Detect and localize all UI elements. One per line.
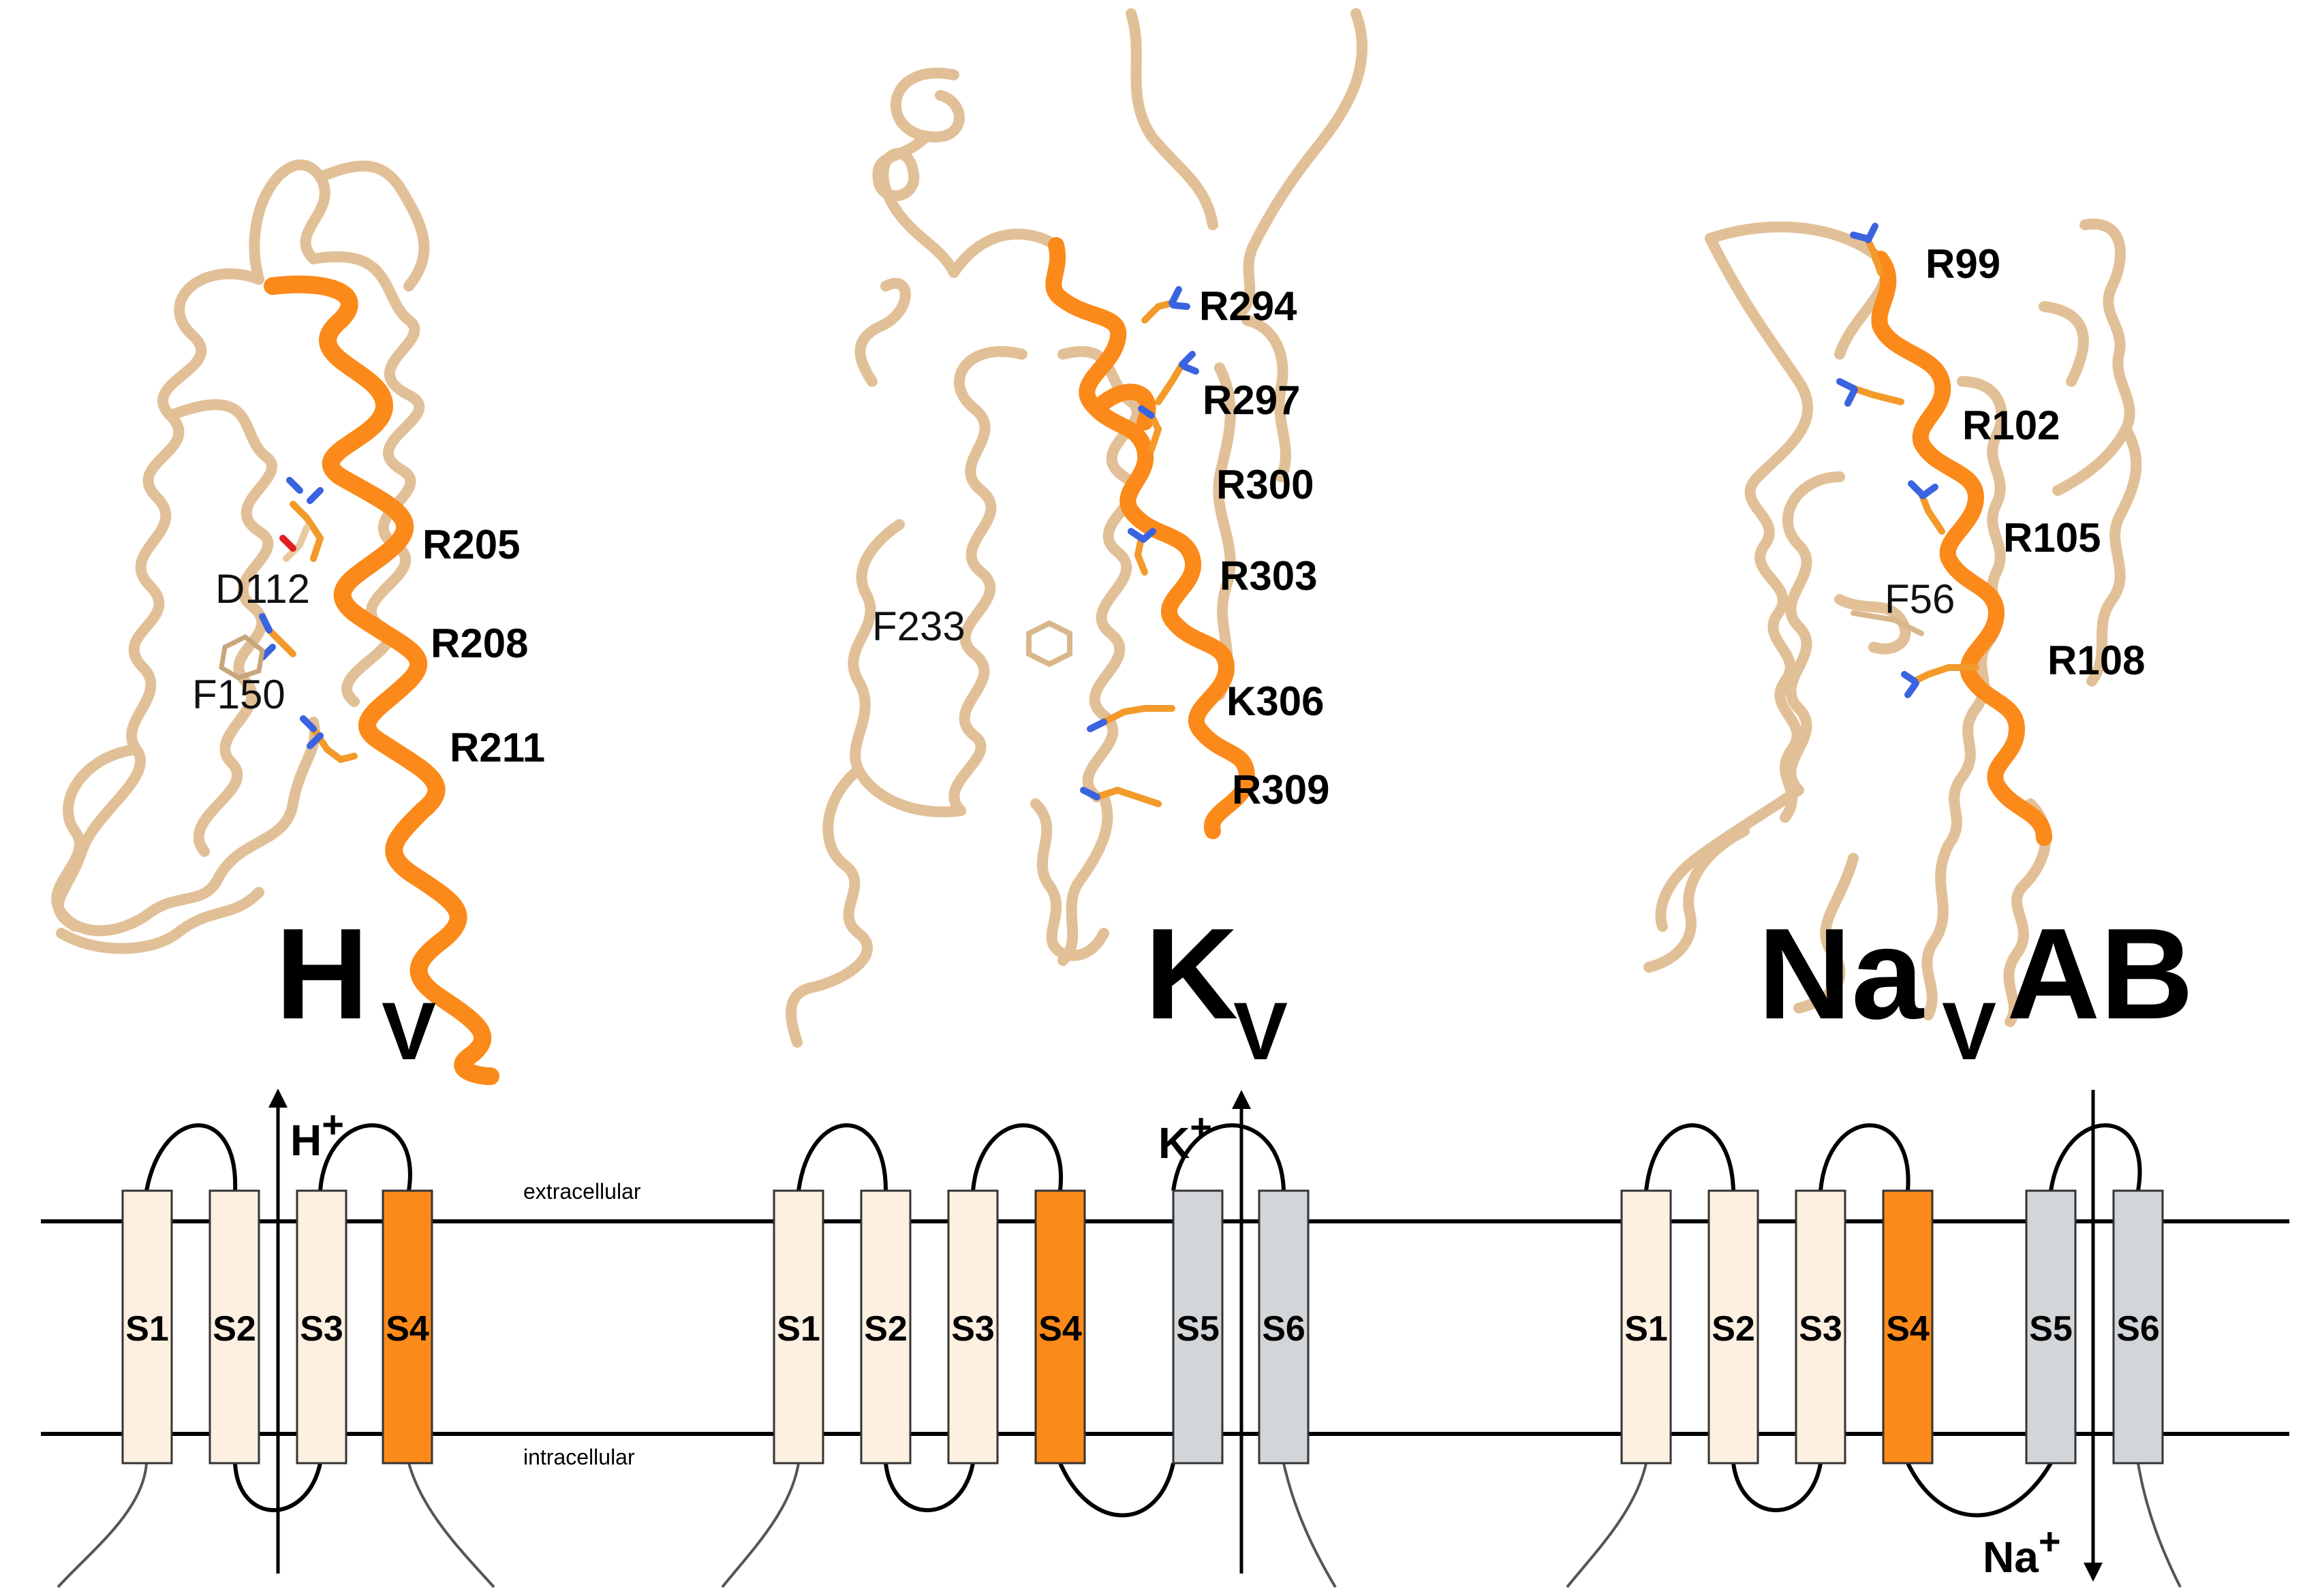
kv-segment-s3-label: S3 <box>951 1309 995 1349</box>
hv-label-r208: R208 <box>431 621 528 666</box>
navab-topology: S1 S2 S3 S4 S5 S6 Na+ <box>1566 1090 2182 1589</box>
navab-segment-s6 <box>2112 1189 2164 1465</box>
navab-ion-base: Na <box>1983 1533 2039 1582</box>
hv-title-subscript: V <box>382 986 436 1077</box>
hv-tails <box>57 1462 495 1589</box>
kv-segment-s4-label: S4 <box>1038 1309 1082 1349</box>
kv-label-k306: K306 <box>1226 678 1324 724</box>
kv-segment-s1 <box>773 1189 824 1465</box>
kv-title: K V <box>1145 902 1288 1077</box>
navab-segment-s6-label: S6 <box>2116 1309 2160 1349</box>
hv-segment-s4-label: S4 <box>386 1309 429 1349</box>
navab-segment-s3 <box>1795 1189 1846 1465</box>
kv-label-r294: R294 <box>1199 283 1297 329</box>
navab-segment-s4-label: S4 <box>1886 1309 1930 1349</box>
navab-title: Na V AB <box>1758 902 2193 1077</box>
kv-tails <box>721 1462 1337 1589</box>
kv-sidechains <box>1026 286 1199 807</box>
kv-segment-s6 <box>1258 1189 1310 1465</box>
membrane-label-extracellular: extracellular <box>523 1179 641 1204</box>
kv-label-r303: R303 <box>1220 553 1317 599</box>
kv-s4-helix <box>1045 237 1255 839</box>
hv-ion-base: H <box>290 1116 322 1165</box>
hv-tan-helices <box>51 159 430 954</box>
navab-sidechains <box>1836 223 1979 698</box>
membrane-lines <box>41 1219 2289 1436</box>
hv-segment-s2 <box>208 1189 260 1465</box>
kv-segment-s6-label: S6 <box>1262 1309 1305 1349</box>
navab-label-f56: F56 <box>1885 576 1955 622</box>
hv-title: H V <box>275 902 436 1077</box>
kv-segment-s5-label: S5 <box>1176 1309 1220 1349</box>
hv-loops <box>144 1123 412 1512</box>
navab-tan-helices <box>1643 218 2142 1027</box>
kv-tan-helices <box>786 8 1368 1048</box>
kv-label-r297: R297 <box>1203 377 1300 423</box>
navab-title-subscript: V <box>1942 986 1996 1077</box>
hv-topology: S1 S2 S3 S4 H+ <box>57 1089 495 1589</box>
navab-structure: R99 R102 R105 R108 F56 Na V AB <box>1643 218 2193 1077</box>
navab-label-r99: R99 <box>1925 241 2000 287</box>
hv-label-r205: R205 <box>422 522 520 567</box>
hv-label-f150: F150 <box>192 672 285 717</box>
hv-segment-s3 <box>296 1189 347 1465</box>
navab-label-r105: R105 <box>2003 515 2101 561</box>
kv-title-subscript: V <box>1233 986 1288 1077</box>
kv-ion-arrow <box>1232 1090 1251 1574</box>
hv-segment-s1-label: S1 <box>125 1309 169 1349</box>
kv-segment-s4 <box>1034 1189 1086 1465</box>
navab-segment-s5-label: S5 <box>2029 1309 2073 1349</box>
navab-segment-s5 <box>2025 1189 2077 1465</box>
kv-segment-s1-label: S1 <box>777 1309 820 1349</box>
navab-title-post: AB <box>2007 902 2193 1046</box>
hv-structure: R205 R208 R211 D112 F150 H V <box>51 159 545 1085</box>
navab-ion-charge: + <box>2039 1520 2061 1563</box>
navab-segment-s2-label: S2 <box>1712 1309 1755 1349</box>
navab-segment-s1-label: S1 <box>1624 1309 1668 1349</box>
kv-topology: S1 S2 S3 S4 S5 S6 K+ <box>721 1090 1337 1589</box>
kv-segment-s3 <box>947 1189 999 1465</box>
navab-segment-s1 <box>1620 1189 1672 1465</box>
navab-segment-s2 <box>1707 1189 1759 1465</box>
navab-loops <box>1644 1123 2142 1518</box>
navab-tails <box>1566 1462 2182 1589</box>
kv-structure: R294 R297 R300 R303 K306 R309 F233 K V <box>786 8 1368 1077</box>
kv-ion-base: K <box>1158 1118 1190 1168</box>
hv-segment-s4 <box>382 1189 433 1465</box>
navab-segment-s4 <box>1882 1189 1934 1465</box>
navab-title-pre: Na <box>1758 902 1924 1046</box>
kv-ion-label: K+ <box>1158 1106 1212 1168</box>
navab-label-r102: R102 <box>1962 403 2060 448</box>
hv-title-main: H <box>275 902 369 1046</box>
kv-ion-charge: + <box>1190 1106 1212 1148</box>
hv-segment-s3-label: S3 <box>300 1309 343 1349</box>
hv-ion-charge: + <box>322 1103 344 1146</box>
navab-label-r108: R108 <box>2047 638 2145 683</box>
kv-label-f233: F233 <box>872 604 965 649</box>
hv-ion-label: H+ <box>290 1103 344 1165</box>
navab-segment-s3-label: S3 <box>1799 1309 1842 1349</box>
kv-label-r309: R309 <box>1232 767 1329 813</box>
kv-label-r300: R300 <box>1216 462 1314 507</box>
membrane-label-intracellular: intracellular <box>523 1445 635 1469</box>
hv-segment-s1 <box>121 1189 173 1465</box>
kv-loops <box>796 1123 1286 1518</box>
hv-ion-arrow <box>268 1089 288 1574</box>
hv-segment-s2-label: S2 <box>213 1309 256 1349</box>
navab-ion-arrow <box>2084 1090 2103 1582</box>
hv-s4-helix <box>264 275 499 1085</box>
kv-segment-s5 <box>1172 1189 1224 1465</box>
navab-s4-helix <box>1871 251 2052 846</box>
hv-sidechains <box>219 477 358 764</box>
kv-segment-s2-label: S2 <box>864 1309 908 1349</box>
kv-title-main: K <box>1145 902 1238 1046</box>
navab-ion-label: Na+ <box>1983 1520 2061 1582</box>
hv-label-d112: D112 <box>215 566 310 612</box>
kv-segment-s2 <box>860 1189 912 1465</box>
hv-label-r211: R211 <box>450 725 545 770</box>
